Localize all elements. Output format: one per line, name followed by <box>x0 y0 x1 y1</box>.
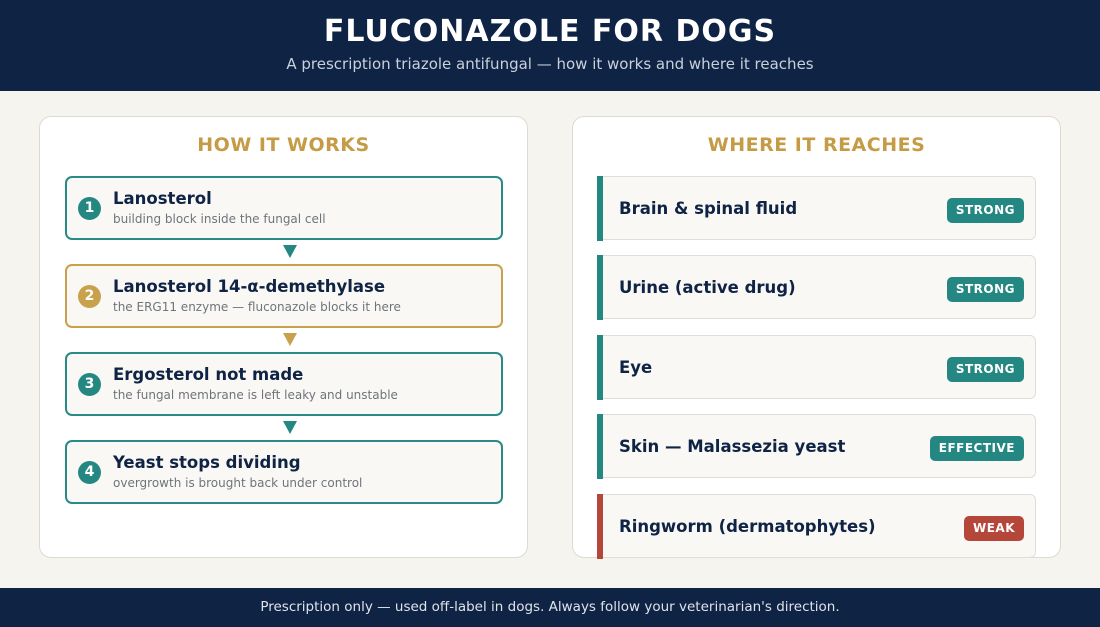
reach-row-brain: Brain & spinal fluid STRONG <box>597 175 1036 241</box>
reach-row-ringworm: Ringworm (dermatophytes) WEAK <box>597 493 1036 559</box>
step-number-badge: 2 <box>78 285 101 308</box>
reach-label: Skin — Malassezia yeast <box>619 437 846 456</box>
header-banner: FLUCONAZOLE FOR DOGS A prescription tria… <box>0 0 1100 91</box>
step-title: Lanosterol <box>113 189 212 208</box>
reach-label: Urine (active drug) <box>619 278 796 297</box>
how-it-works-panel: HOW IT WORKS 1 Lanosterol building block… <box>39 116 528 558</box>
strength-badge: STRONG <box>946 198 1024 223</box>
strength-badge: STRONG <box>946 277 1024 302</box>
page-title: FLUCONAZOLE FOR DOGS <box>323 14 777 49</box>
where-it-reaches-panel: WHERE IT REACHES Brain & spinal fluid ST… <box>572 116 1061 559</box>
page-subtitle: A prescription triazole antifungal — how… <box>286 55 814 73</box>
step-title: Yeast stops dividing <box>113 453 301 472</box>
step-number-badge: 3 <box>78 373 101 396</box>
strength-badge: EFFECTIVE <box>929 436 1024 461</box>
how-it-works-title: HOW IT WORKS <box>197 134 370 156</box>
step-description: the fungal membrane is left leaky and un… <box>113 388 398 402</box>
step-title: Lanosterol 14-α-demethylase <box>113 277 386 296</box>
down-arrow-icon <box>283 245 297 258</box>
footer-note: Prescription only — used off-label in do… <box>260 599 840 615</box>
reach-label: Ringworm (dermatophytes) <box>619 517 876 536</box>
step-enzyme: 2 Lanosterol 14-α-demethylase the ERG11 … <box>65 264 503 328</box>
step-ergosterol: 3 Ergosterol not made the fungal membran… <box>65 352 503 416</box>
accent-bar <box>597 175 603 241</box>
accent-bar <box>597 254 603 320</box>
down-arrow-icon <box>283 333 297 346</box>
step-number-badge: 4 <box>78 461 101 484</box>
footer-banner: Prescription only — used off-label in do… <box>0 588 1100 627</box>
reach-row-urine: Urine (active drug) STRONG <box>597 254 1036 320</box>
step-number-badge: 1 <box>78 197 101 220</box>
accent-bar <box>597 413 603 479</box>
step-description: building block inside the fungal cell <box>113 212 326 226</box>
reach-row-eye: Eye STRONG <box>597 334 1036 400</box>
step-yeast: 4 Yeast stops dividing overgrowth is bro… <box>65 440 503 504</box>
reach-row-skin: Skin — Malassezia yeast EFFECTIVE <box>597 413 1036 479</box>
step-lanosterol: 1 Lanosterol building block inside the f… <box>65 176 503 240</box>
step-title: Ergosterol not made <box>113 365 304 384</box>
accent-bar <box>597 334 603 400</box>
step-description: the ERG11 enzyme — fluconazole blocks it… <box>113 300 401 314</box>
strength-badge: WEAK <box>963 516 1024 541</box>
where-it-reaches-title: WHERE IT REACHES <box>707 134 926 156</box>
step-description: overgrowth is brought back under control <box>113 476 363 490</box>
reach-label: Eye <box>619 358 653 377</box>
reach-label: Brain & spinal fluid <box>619 199 798 218</box>
accent-bar <box>597 493 603 559</box>
down-arrow-icon <box>283 421 297 434</box>
strength-badge: STRONG <box>946 357 1024 382</box>
